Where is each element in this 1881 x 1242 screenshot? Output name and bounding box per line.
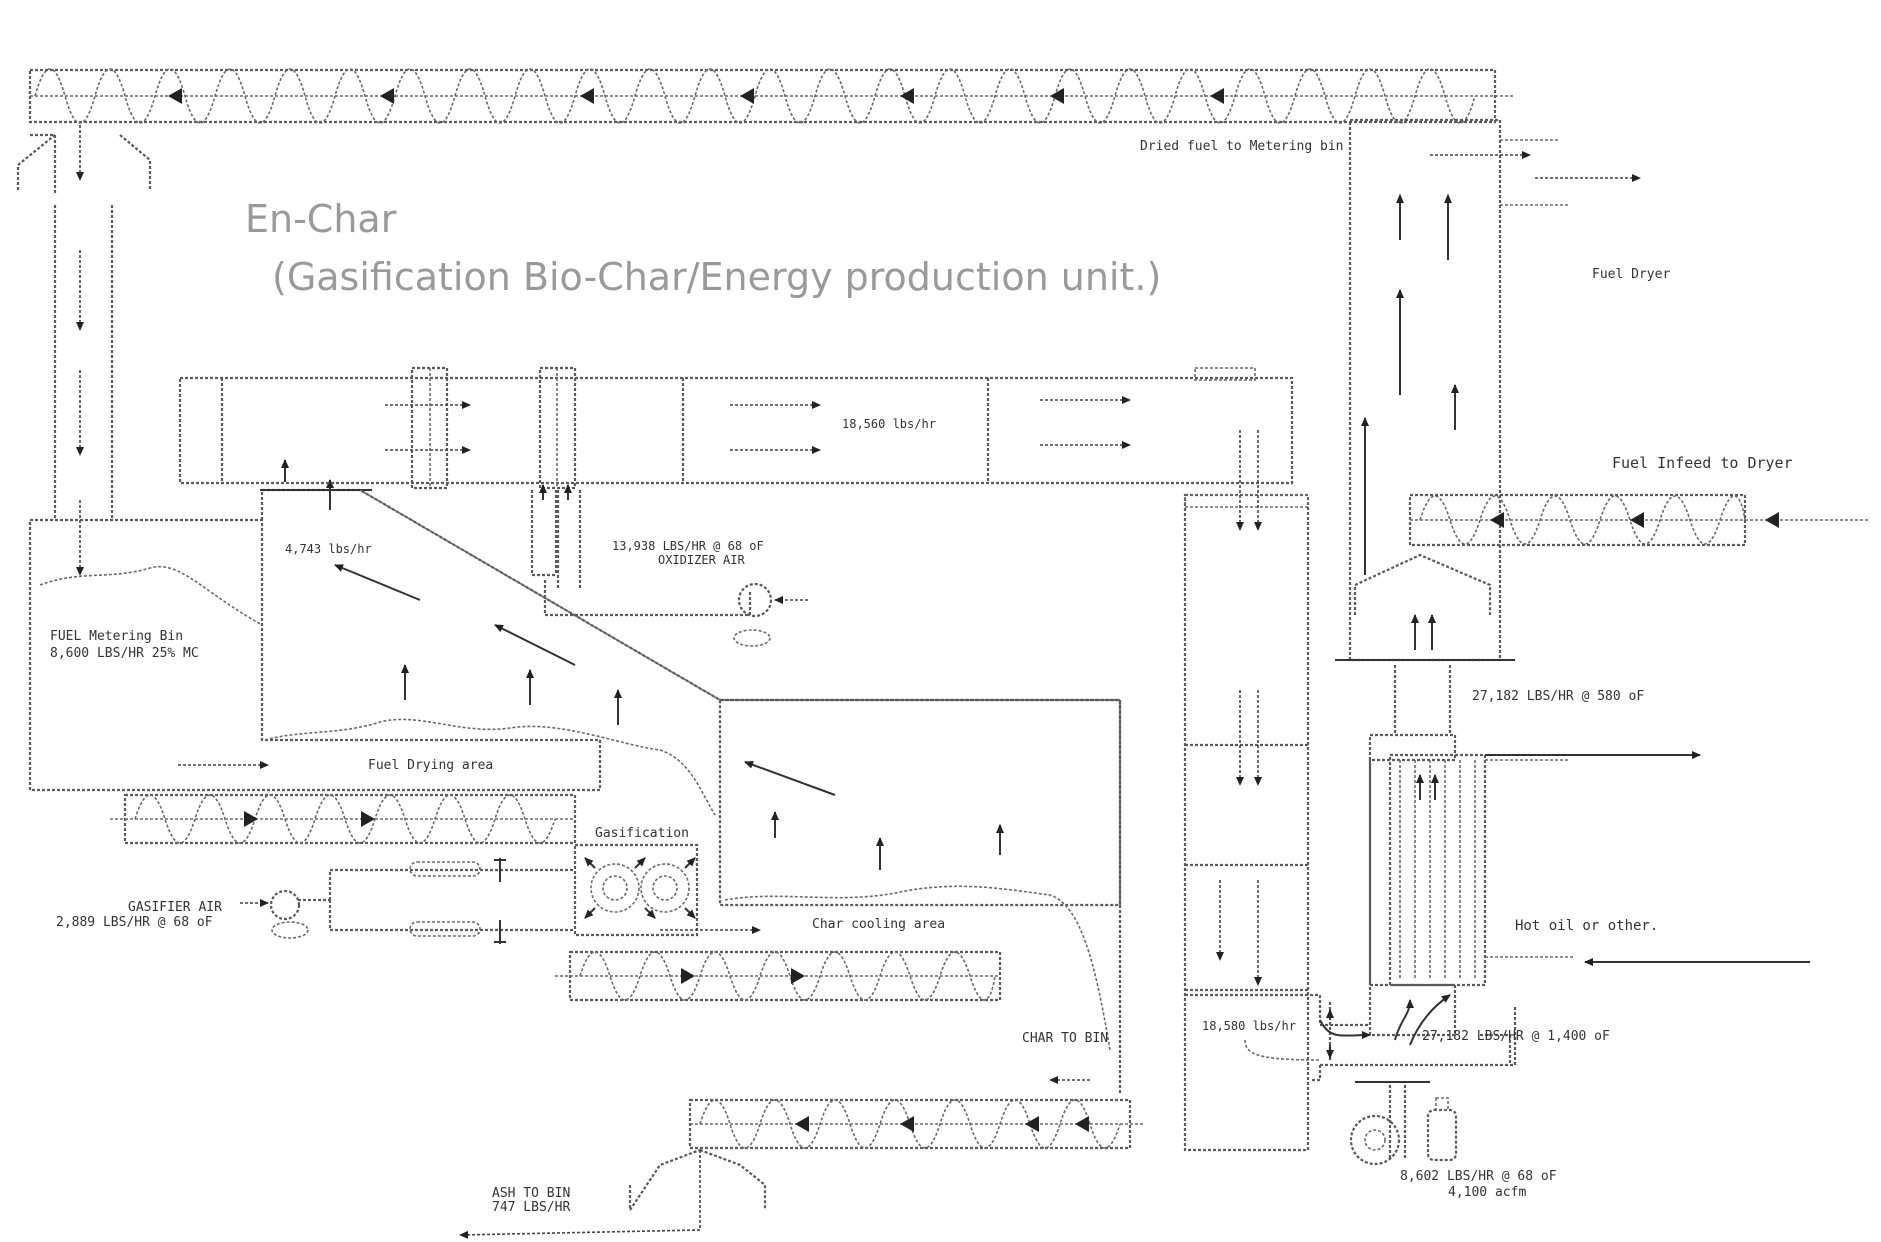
middle-auger (110, 795, 575, 843)
label-air-fan-2: 4,100 acfm (1448, 1185, 1526, 1200)
top-gas-duct (180, 368, 1292, 488)
label-fuel-infeed: Fuel Infeed to Dryer (1612, 454, 1793, 472)
label-ash-1: ASH TO BIN (492, 1186, 570, 1201)
vertical-gas-duct (1185, 430, 1308, 1150)
label-oxidizer-air-1: 13,938 LBS/HR @ 68 oF (612, 539, 764, 553)
left-drop-chute (18, 125, 150, 575)
label-gasification: Gasification (595, 826, 689, 841)
fuel-infeed-auger (1410, 495, 1870, 545)
label-char-to-bin: CHAR TO BIN (1022, 1031, 1108, 1046)
title-line-1: En-Char (245, 197, 397, 241)
label-char-cooling: Char cooling area (812, 917, 945, 932)
label-flow-27182-580: 27,182 LBS/HR @ 580 oF (1472, 689, 1644, 704)
label-flow-4743: 4,743 lbs/hr (285, 542, 372, 556)
label-fuel-drying: Fuel Drying area (368, 758, 493, 773)
top-auger-conveyor (30, 69, 1515, 123)
heat-exchanger (1370, 615, 1810, 1035)
label-hot-oil: Hot oil or other. (1515, 918, 1658, 934)
lower-auger (555, 952, 1000, 1000)
label-fuel-dryer: Fuel Dryer (1592, 267, 1670, 282)
label-gasifier-air-1: GASIFIER AIR (128, 900, 222, 915)
label-metering-bin-2: 8,600 LBS/HR 25% MC (50, 646, 199, 661)
label-flow-18580-low: 18,580 lbs/hr (1202, 1019, 1296, 1033)
label-dried-fuel: Dried fuel to Metering bin (1140, 139, 1344, 154)
label-gasifier-air-2: 2,889 LBS/HR @ 68 oF (56, 915, 213, 930)
title-line-2: (Gasification Bio-Char/Energy production… (272, 255, 1161, 299)
fuel-dryer-column (1335, 120, 1640, 660)
label-metering-bin-1: FUEL Metering Bin (50, 629, 183, 644)
label-flow-27182-1400: 27,182 LBS/HR @ 1,400 oF (1422, 1029, 1610, 1044)
label-air-fan-1: 8,602 LBS/HR @ 68 oF (1400, 1169, 1557, 1184)
label-ash-2: 747 LBS/HR (492, 1200, 570, 1215)
label-flow-18560-top: 18,560 lbs/hr (842, 417, 936, 431)
label-oxidizer-air-2: OXIDIZER AIR (658, 553, 745, 567)
gasification-unit (575, 845, 697, 935)
